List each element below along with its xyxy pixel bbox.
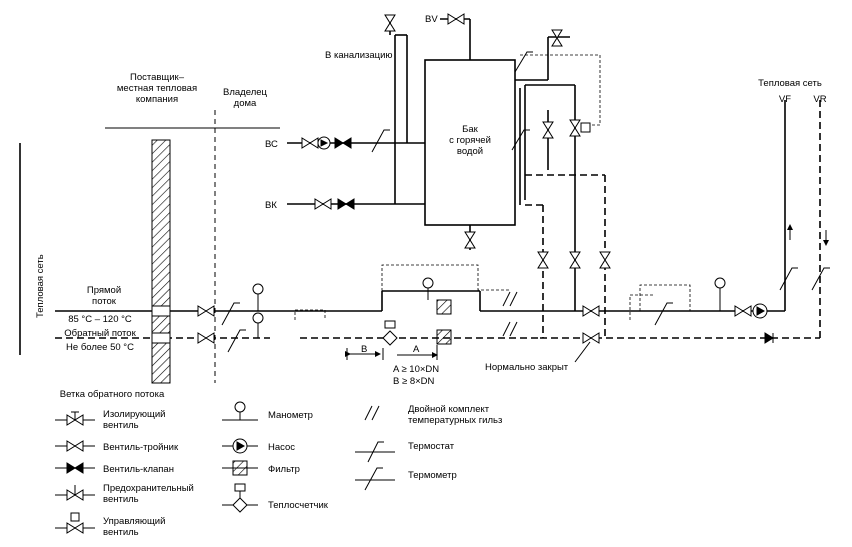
legend-tee-valve: Вентиль-тройник <box>55 440 179 453</box>
supply-pipe <box>55 100 786 317</box>
svg-text:Насос: Насос <box>268 442 295 453</box>
sewer-label: В канализацию <box>325 50 393 61</box>
legend-heat-meter: Теплосчетчик <box>222 483 329 513</box>
svg-text:Термостат: Термостат <box>408 441 455 452</box>
legend-thermometer: Термометр <box>355 467 457 491</box>
filters <box>436 299 452 345</box>
isolating-valve <box>582 332 600 344</box>
bc-label: ВС <box>265 139 278 150</box>
legend-filter: Фильтр <box>222 460 300 476</box>
supply-temp-label: 85 °C – 120 °C <box>68 314 132 325</box>
dim-b-label: B <box>361 344 367 355</box>
double-sleeves <box>502 291 518 337</box>
vf-label: VF <box>779 94 791 105</box>
thermometers <box>221 51 830 353</box>
svg-text:Фильтр: Фильтр <box>268 464 300 475</box>
heating-network-right: Тепловая сеть VF VR <box>758 78 829 246</box>
isolating-valve <box>582 305 600 317</box>
rule-a: A ≥ 10×DN <box>393 364 439 375</box>
legend-thermostat: Термостат <box>355 441 455 463</box>
svg-text:Вентиль-тройник: Вентиль-тройник <box>103 442 179 453</box>
tank-body <box>424 59 516 226</box>
isolating-valve <box>197 305 215 317</box>
bc-valves <box>301 136 352 150</box>
pump-right <box>752 303 768 319</box>
bk-label: ВК <box>265 200 277 211</box>
check-valve <box>764 332 774 344</box>
heat-meter <box>382 320 398 346</box>
rule-b: B ≥ 8×DN <box>393 376 435 387</box>
return-temp-label: Не более 50 °C <box>66 342 134 353</box>
vr-label: VR <box>813 94 826 105</box>
return-branch-label: Ветка обратного потока <box>60 389 165 400</box>
heating-network-right-label: Тепловая сеть <box>758 78 822 89</box>
isolating-valve <box>197 332 215 344</box>
bk-valves <box>314 198 355 210</box>
svg-text:Теплосчетчик: Теплосчетчик <box>268 500 329 511</box>
svg-text:Манометр: Манометр <box>268 410 313 421</box>
svg-text:Вентиль-клапан: Вентиль-клапан <box>103 464 174 475</box>
heating-network-left-label: Тепловая сеть <box>35 254 46 318</box>
dimensions: B A A ≥ 10×DN B ≥ 8×DN <box>345 344 439 387</box>
heating-network-left: Тепловая сеть <box>19 143 46 355</box>
legend-pump: Насос <box>222 438 295 454</box>
bv-label: BV <box>425 14 438 25</box>
normally-closed: Нормально закрыт <box>485 341 591 373</box>
bk-line: ВК <box>265 35 425 211</box>
svg-text:Термометр: Термометр <box>408 470 457 481</box>
vertical-valves <box>384 13 611 269</box>
isolating-valve <box>734 305 752 317</box>
boundary-wall <box>151 139 171 384</box>
manometers <box>252 277 726 338</box>
legend-manometer: Манометр <box>222 401 313 421</box>
return-flow-label: Обратный поток <box>64 328 136 339</box>
control-lines <box>294 54 691 320</box>
normally-closed-label: Нормально закрыт <box>485 362 569 373</box>
legend-check-valve: Вентиль-клапан <box>55 462 174 475</box>
dim-a-label: A <box>413 344 420 355</box>
